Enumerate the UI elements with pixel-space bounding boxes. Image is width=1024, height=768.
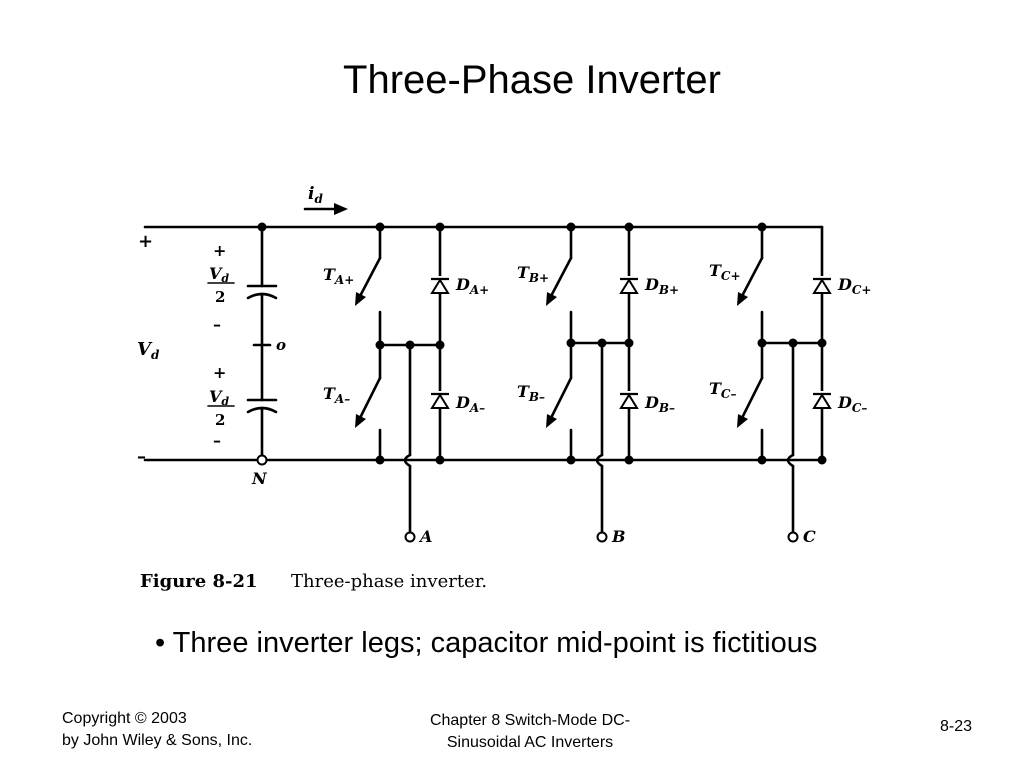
output-terminal-a <box>404 531 416 543</box>
chapter-line-2: Sinusoidal AC Inverters <box>446 734 614 751</box>
upper-cap-2: 2 <box>215 288 225 306</box>
bullet-point: • Three inverter legs; capacitor mid-poi… <box>155 627 818 659</box>
switch-label-tb-plus: TB+ <box>517 263 549 285</box>
lower-cap-minus: – <box>213 431 221 450</box>
footer-chapter: Chapter 8 Switch-Mode DC- Sinusoidal AC … <box>380 710 680 754</box>
switch-label-ta-minus: TA– <box>323 384 350 406</box>
upper-cap-minus: – <box>213 315 221 334</box>
neutral-terminal <box>256 454 268 466</box>
midpoint-label: o <box>276 336 286 354</box>
output-label-a: A <box>418 527 432 546</box>
output-label-c: C <box>803 527 816 546</box>
slide-title: Three-Phase Inverter <box>343 58 721 102</box>
diode-label-db-plus: DB+ <box>644 275 679 297</box>
output-label-b: B <box>611 527 626 546</box>
lower-cap-2: 2 <box>215 411 225 429</box>
upper-cap-vd: Vd <box>209 264 229 285</box>
dc-plus-label: + <box>138 231 153 252</box>
output-terminal-b <box>596 531 608 543</box>
copyright-line-1: Copyright © 2003 <box>62 710 187 727</box>
chapter-line-1: Chapter 8 Switch-Mode DC- <box>429 712 631 729</box>
upper-cap-plus: + <box>213 241 226 260</box>
diode-label-dc-minus: DC– <box>837 393 867 415</box>
copyright-line-2: by John Wiley & Sons, Inc. <box>62 732 253 749</box>
footer-copyright: Copyright © 2003 by John Wiley & Sons, I… <box>62 708 252 752</box>
figure-caption-number: Figure 8-21 <box>140 571 258 592</box>
diode-label-da-minus: DA– <box>455 393 485 415</box>
diode-label-dc-plus: DC+ <box>837 275 871 297</box>
lower-cap-plus: + <box>213 363 226 382</box>
switch-label-tc-minus: TC– <box>709 379 736 401</box>
leg-b <box>547 225 631 534</box>
diode-label-da-plus: DA+ <box>455 275 489 297</box>
leg-c <box>738 225 824 534</box>
switch-label-tc-plus: TC+ <box>709 261 741 283</box>
figure-caption-text: Three-phase inverter. <box>291 571 487 592</box>
switch-label-ta-plus: TA+ <box>323 265 354 287</box>
dc-minus-label: – <box>137 446 146 467</box>
vd-label: Vd <box>137 339 160 362</box>
page-number: 8-23 <box>939 718 972 735</box>
diode-label-db-minus: DB– <box>644 393 675 415</box>
neutral-label: N <box>251 469 268 488</box>
output-terminal-c <box>787 531 799 543</box>
switch-label-tb-minus: TB– <box>517 382 545 404</box>
current-label: id <box>308 184 323 206</box>
lower-cap-vd: Vd <box>209 387 229 408</box>
leg-a <box>356 225 442 534</box>
